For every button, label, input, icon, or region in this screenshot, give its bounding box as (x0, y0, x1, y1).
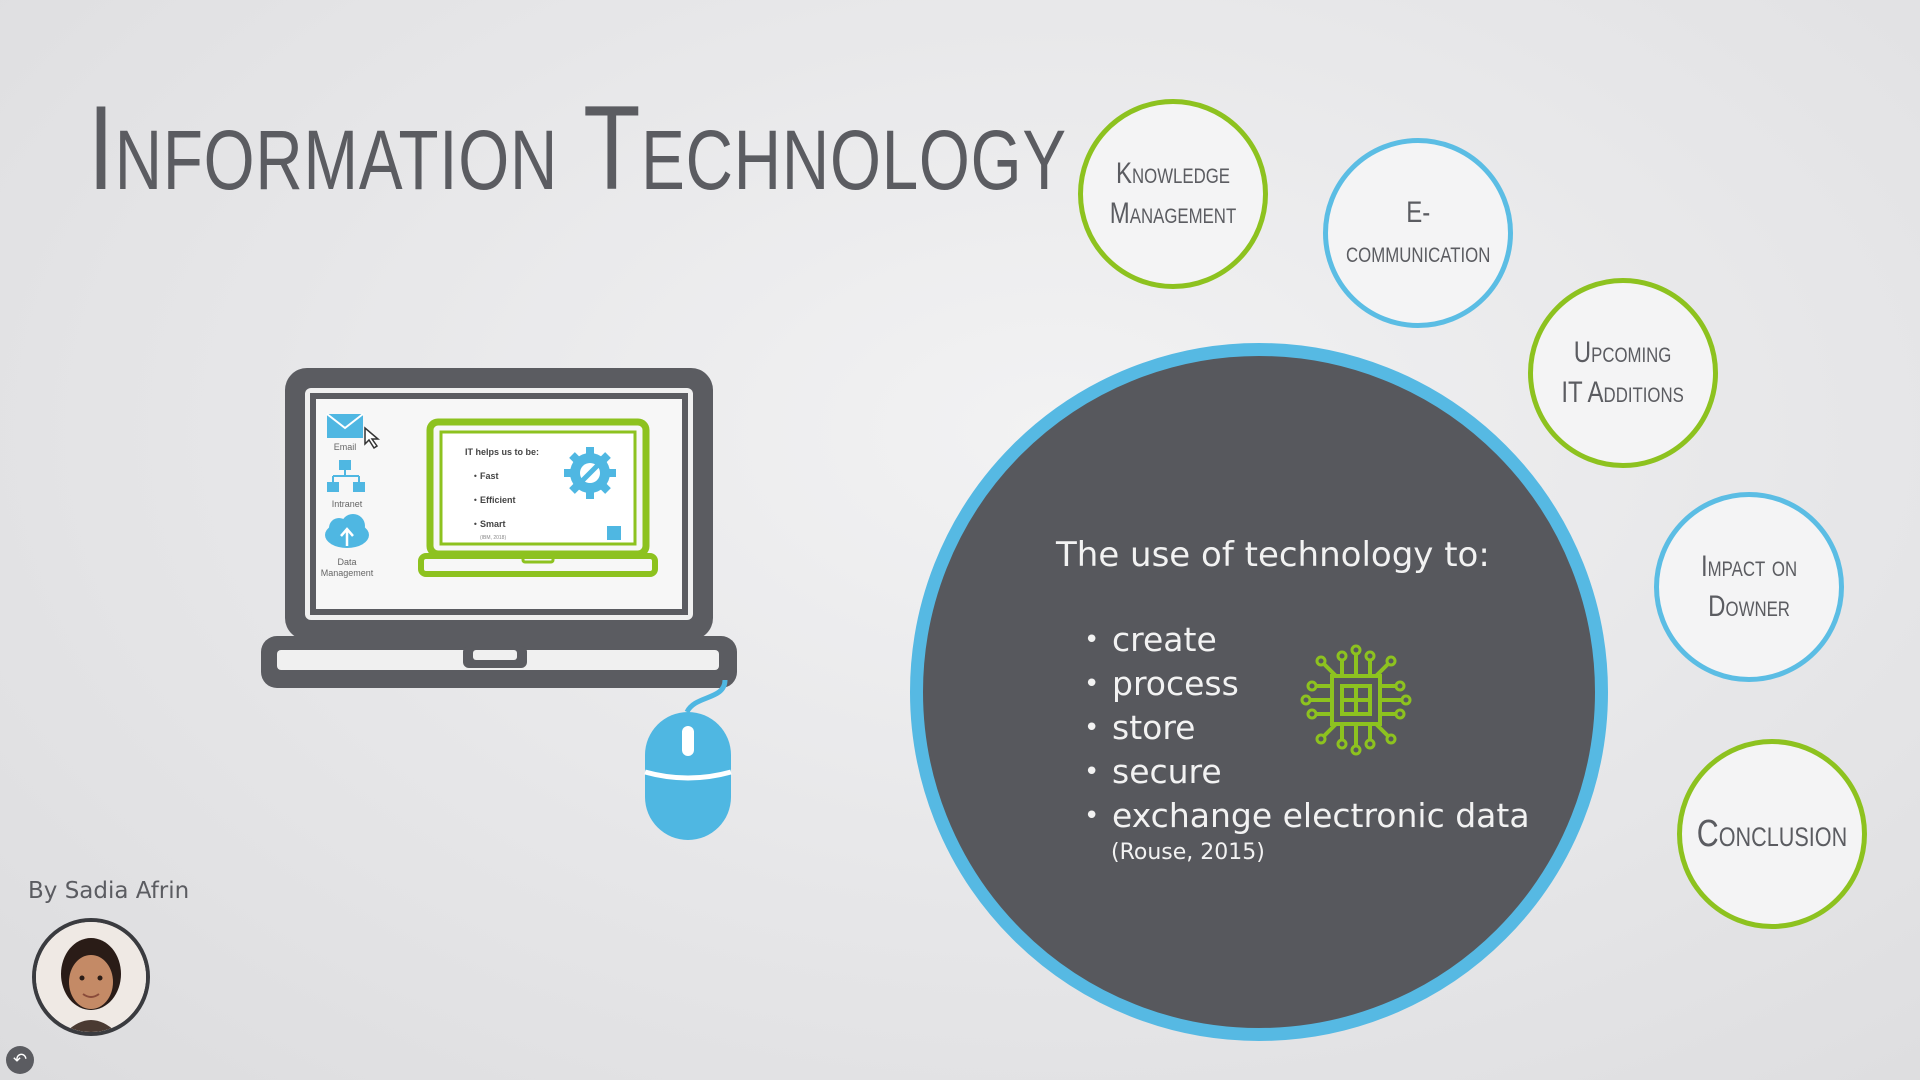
list-item: secure (1062, 750, 1530, 794)
inner-cite: (IBM, 2018) (480, 535, 506, 541)
bubble-impact-on-downer[interactable]: Impact on Downer (1654, 492, 1844, 682)
list-item: process (1062, 662, 1530, 706)
citation: (Rouse, 2015) (1111, 840, 1265, 865)
bubble-knowledge-management[interactable]: Knowledge Management (1078, 99, 1268, 289)
bubble-conclusion[interactable]: Conclusion (1677, 739, 1867, 929)
bubble-label: Knowledge Management (1109, 157, 1237, 230)
circuit-chip-icon (1300, 644, 1412, 756)
inner-point-1: Fast (480, 471, 499, 481)
svg-text:•: • (473, 496, 478, 505)
bubble-label: Impact on Downer (1700, 550, 1798, 623)
bubble-e-communication[interactable]: E- communication (1323, 138, 1513, 328)
author-byline: By Sadia Afrin (28, 878, 190, 904)
bubble-upcoming-it-additions[interactable]: Upcoming IT Additions (1528, 278, 1718, 468)
mouse-cable (684, 679, 728, 714)
inner-point-2: Efficient (480, 495, 516, 505)
gear-wrench-icon (564, 447, 616, 499)
list-item: exchange electronic data (1062, 794, 1530, 838)
data-label-2: Management (321, 568, 374, 578)
bubble-label: E- communication (1345, 196, 1491, 269)
main-points-list: create process store secure exchange ele… (1062, 618, 1530, 838)
slide-title: Information Technology (88, 81, 1067, 215)
intranet-icon (327, 460, 365, 492)
laptop-illustration: Email Intranet Data Management IT helps … (261, 368, 737, 840)
avatar (32, 918, 150, 1036)
list-item: create (1062, 618, 1530, 662)
cloud-data-icon (325, 514, 369, 548)
back-arrow-icon[interactable]: ↶ (6, 1046, 34, 1074)
bubble-label: Upcoming IT Additions (1561, 336, 1685, 409)
inner-point-3: Smart (480, 519, 506, 529)
email-icon (326, 413, 381, 450)
inner-title: IT helps us to be: (465, 447, 539, 457)
svg-text:•: • (473, 520, 478, 529)
mouse-icon (644, 712, 732, 840)
intranet-label: Intranet (332, 499, 363, 509)
bubble-label: Conclusion (1696, 813, 1848, 855)
data-label-1: Data (337, 557, 356, 567)
svg-text:•: • (473, 472, 478, 481)
main-heading: The use of technology to: (1056, 535, 1490, 575)
email-label: Email (334, 442, 357, 452)
list-item: store (1062, 706, 1530, 750)
